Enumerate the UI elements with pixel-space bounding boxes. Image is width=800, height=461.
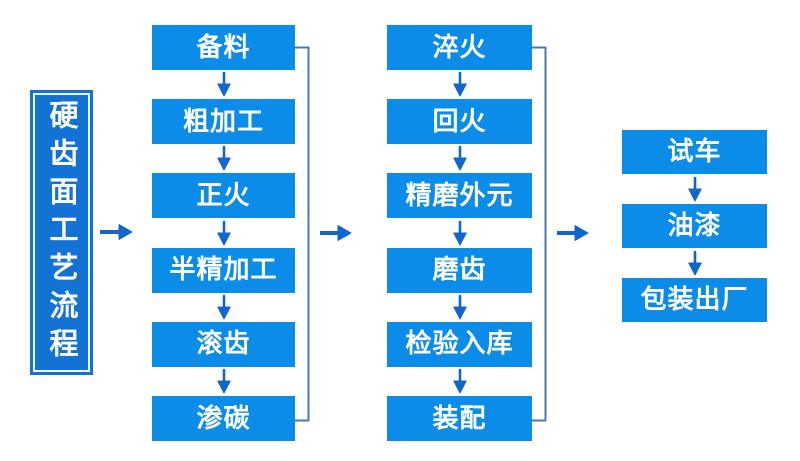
process-step-box: 油漆 xyxy=(622,204,767,248)
process-step-box: 渗碳 xyxy=(152,396,295,441)
down-arrow-icon xyxy=(684,250,706,277)
process-step-box: 回火 xyxy=(387,99,532,145)
down-arrow-icon xyxy=(449,145,471,172)
down-arrow-icon xyxy=(449,368,471,395)
right-arrow-icon xyxy=(320,225,352,241)
process-step-label: 油漆 xyxy=(667,211,722,241)
process-step-label: 磨齿 xyxy=(432,255,487,286)
process-step-label: 检验入库 xyxy=(405,329,514,360)
process-step-label: 粗加工 xyxy=(182,106,264,137)
process-step-label: 正火 xyxy=(196,180,251,211)
process-step-box: 装配 xyxy=(387,396,532,441)
process-step-label: 备料 xyxy=(196,32,251,63)
down-arrow-icon xyxy=(684,176,706,203)
process-step-box: 淬火 xyxy=(387,25,532,70)
down-arrow-icon xyxy=(213,368,235,395)
process-step-label: 装配 xyxy=(432,403,487,434)
process-step-box: 备料 xyxy=(152,25,295,70)
right-arrow-icon xyxy=(557,225,589,241)
process-step-label: 试车 xyxy=(667,137,722,167)
process-step-label: 渗碳 xyxy=(196,403,251,434)
process-step-box: 半精加工 xyxy=(152,247,295,293)
process-step-label: 滚齿 xyxy=(196,329,251,360)
down-arrow-icon xyxy=(213,220,235,247)
down-arrow-icon xyxy=(449,71,471,98)
diagram-title: 硬齿面工艺流程 xyxy=(45,99,79,366)
down-arrow-icon xyxy=(213,145,235,172)
process-step-box: 磨齿 xyxy=(387,247,532,293)
process-step-box: 包装出厂 xyxy=(622,278,767,322)
down-arrow-icon xyxy=(213,71,235,98)
process-step-label: 回火 xyxy=(432,106,487,137)
down-arrow-icon xyxy=(213,294,235,321)
process-step-box: 滚齿 xyxy=(152,321,295,367)
process-step-box: 检验入库 xyxy=(387,321,532,367)
process-step-box: 粗加工 xyxy=(152,99,295,145)
process-step-box: 正火 xyxy=(152,173,295,219)
return-bracket-connector xyxy=(295,46,310,422)
down-arrow-icon xyxy=(449,220,471,247)
process-step-label: 包装出厂 xyxy=(640,285,749,315)
right-arrow-icon xyxy=(100,224,133,240)
process-step-label: 半精加工 xyxy=(169,255,278,286)
diagram-title-box: 硬齿面工艺流程 xyxy=(30,90,93,375)
return-bracket-connector xyxy=(532,46,547,422)
process-step-box: 精磨外元 xyxy=(387,173,532,219)
process-step-box: 试车 xyxy=(622,130,767,174)
process-step-label: 精磨外元 xyxy=(405,180,514,211)
down-arrow-icon xyxy=(449,294,471,321)
process-step-label: 淬火 xyxy=(432,32,487,63)
